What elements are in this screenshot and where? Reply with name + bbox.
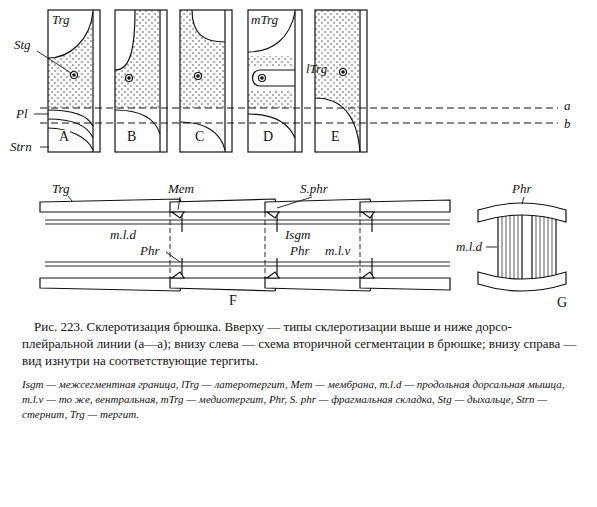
panel-d [248, 10, 302, 152]
tergites-inner-view [478, 197, 566, 291]
panel-b [115, 10, 167, 152]
part-label: Phr [140, 244, 160, 258]
part-label: Phr [290, 244, 310, 258]
panel-c [180, 10, 232, 152]
panel-letter: F [228, 294, 238, 308]
part-label: Trg [52, 182, 70, 196]
part-label: Strn [10, 140, 32, 154]
part-label: mTrg [251, 13, 278, 27]
part-label: m.l.d [456, 240, 482, 254]
panel-letter: D [262, 130, 274, 144]
part-label: Mem [168, 182, 194, 196]
panel-letter: B [126, 130, 137, 144]
part-label: S.phr [300, 182, 328, 196]
panel-a [48, 10, 100, 152]
part-label: Stg [14, 38, 31, 52]
part-label: m.l.d [110, 228, 136, 242]
part-label: Phr [512, 182, 532, 196]
part-label: Trg [52, 13, 70, 27]
panel-letter: C [194, 130, 205, 144]
figure-caption: Рис. 223. Склеротизация брюшка. Вверху —… [22, 318, 578, 369]
part-label: lTrg [306, 62, 327, 76]
panel-e [315, 10, 367, 152]
panel-letter: A [58, 130, 70, 144]
panel-letter: G [556, 296, 568, 310]
line-label: b [564, 117, 571, 131]
part-label: m.l.v [325, 244, 350, 258]
part-label: Isgm [285, 228, 310, 242]
part-label: Pl [16, 107, 28, 121]
abbreviation-list: Isgm — межсегментная граница, lTrg — лат… [22, 377, 578, 422]
panel-letter: E [330, 130, 341, 144]
line-label: a [564, 99, 571, 113]
secondary-segmentation [40, 196, 450, 291]
